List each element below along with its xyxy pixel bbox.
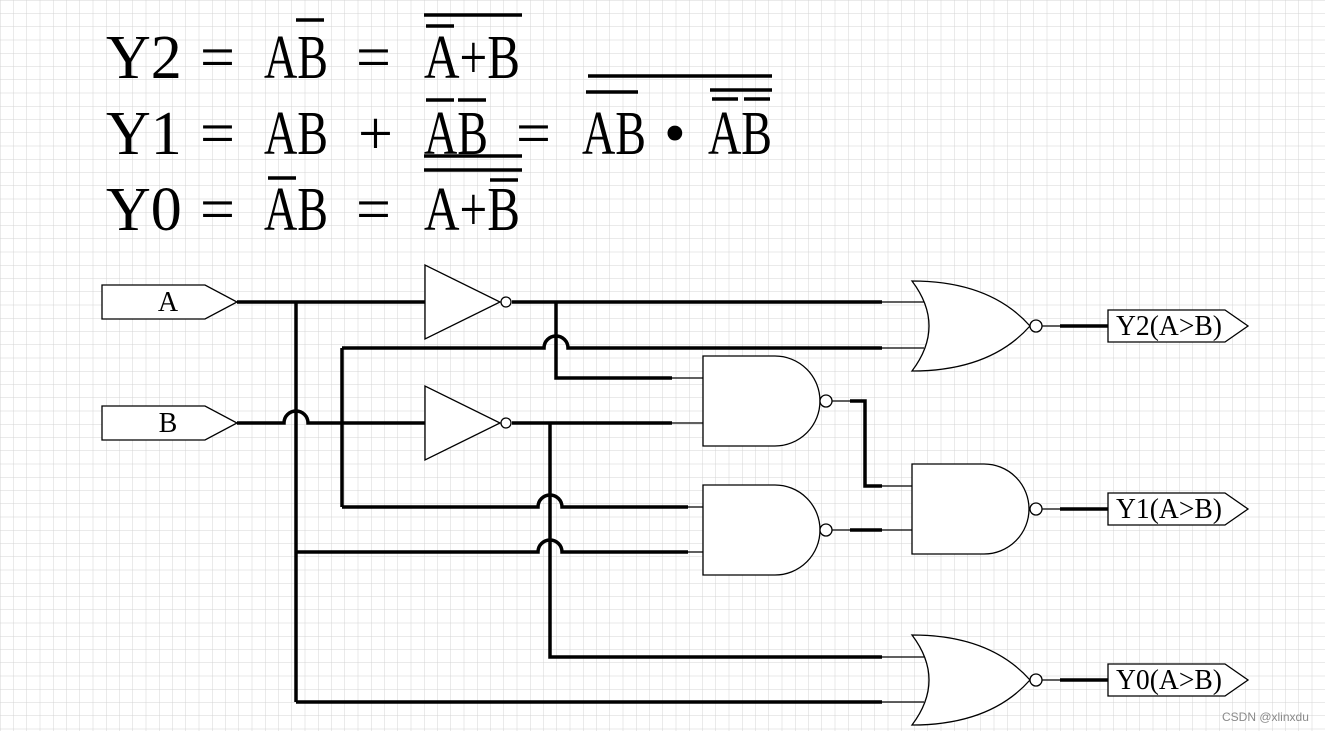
wire-nand1-to-nand3 — [850, 399, 882, 488]
nor-gate-y0-bubble — [1029, 673, 1043, 687]
nand-gate-1 — [702, 355, 833, 447]
eq-y1-nand-2: AB — [708, 100, 772, 168]
eq-y2-product: AB — [264, 24, 328, 92]
equation-y1: Y1 = AB + AB = AB • AB — [106, 74, 772, 168]
eq-y0-nor-form: A+B — [424, 176, 520, 244]
eq-y0-lhs: Y0 — [106, 176, 182, 244]
eq-y1-lhs: Y1 — [106, 100, 182, 168]
input-port-a: A — [101, 284, 239, 320]
input-port-a-label: A — [158, 287, 179, 318]
nor-gate-y2 — [910, 280, 1043, 372]
not-gate-b — [424, 384, 512, 462]
equation-y0: Y0 = AB = A+B — [106, 168, 522, 244]
eq-y0-equals-1: = — [200, 176, 235, 244]
eq-y0-equals-2: = — [356, 176, 391, 244]
output-port-y2: Y2(A>B) — [1107, 309, 1250, 343]
output-port-y0: Y0(A>B) — [1107, 663, 1250, 697]
output-port-y2-label: Y2(A>B) — [1116, 311, 1222, 342]
eq-y0-product: AB — [264, 176, 328, 244]
equation-y2: Y2 = AB = A+B — [106, 13, 522, 92]
eq-y2-equals-1: = — [200, 24, 235, 92]
not-gate-a — [424, 263, 512, 341]
wire-b-main — [237, 409, 425, 425]
nand-gate-3 — [911, 463, 1043, 555]
eq-y1-dot: • — [664, 100, 686, 168]
output-port-y1: Y1(A>B) — [1107, 492, 1250, 526]
wires — [237, 300, 1108, 704]
pin-stubs — [672, 301, 1060, 703]
nand-gate-3-bubble — [1029, 502, 1043, 516]
wire-nota-vertical — [554, 302, 672, 380]
nand-gate-1-bubble — [819, 394, 833, 408]
not-gate-b-bubble — [500, 417, 512, 429]
eq-y1-term-1: AB — [264, 100, 328, 168]
wire-notb-vertical — [548, 423, 882, 659]
eq-y2-equals-2: = — [356, 24, 391, 92]
output-port-y0-label: Y0(A>B) — [1116, 665, 1222, 696]
eq-y2-lhs: Y2 — [106, 24, 182, 92]
eq-y2-nor-form: A+B — [424, 24, 520, 92]
eq-y1-nand-1: AB — [582, 100, 646, 168]
nor-gate-y2-bubble — [1029, 319, 1043, 333]
input-port-b: B — [101, 405, 239, 441]
eq-y1-equals-2: = — [516, 100, 551, 168]
not-gate-a-bubble — [500, 296, 512, 308]
eq-y1-term-2: AB — [424, 100, 488, 168]
watermark: CSDN @xlinxdu — [1222, 710, 1309, 724]
eq-y1-equals-1: = — [200, 100, 235, 168]
input-port-b-label: B — [159, 408, 178, 439]
output-port-y1-label: Y1(A>B) — [1116, 494, 1222, 525]
nand-gate-2 — [702, 484, 833, 576]
eq-y1-plus: + — [358, 100, 393, 168]
nand-gate-2-bubble — [819, 523, 833, 537]
nor-gate-y0 — [910, 634, 1043, 726]
